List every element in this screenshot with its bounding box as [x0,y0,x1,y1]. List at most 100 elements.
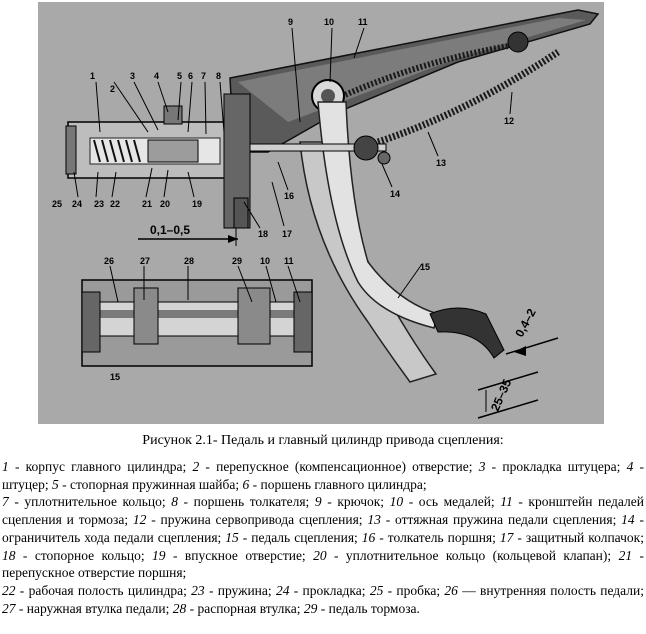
legend-item: 17 - защитный колпачок; [500,530,644,545]
legend-item: 20 - уплотнительное кольцо (кольцевой кл… [313,548,618,563]
legend-item-text: - кронштейн педалей сцепления и тормоза; [2,494,644,528]
legend-item-text: - прокладка штуцера; [485,459,627,474]
legend-item: 10 - ось медалей; [390,494,501,509]
legend-item-number: 24 [275,582,290,598]
legend-item-number: 21 [618,547,633,563]
callout-2: 2 [110,84,115,94]
callout-24: 24 [72,199,82,209]
legend-item: 13 - оттяжная пружина педали сцепления; [367,512,621,527]
legend-item-text: - пробка; [383,582,445,598]
legend-item-number: 29 [303,600,318,616]
legend-item-text: - ограничитель хода педали сцепления; [2,512,644,545]
pedal-pad [429,307,505,359]
callout-17: 17 [282,229,292,239]
legend-item-number: 20 [313,547,327,563]
dimension-gap: 0,1–0,5 [150,223,190,237]
legend-item: 26 — внутренняя полость педали; [444,583,644,598]
legend-item-text: - рабочая полость цилиндра; [15,582,192,598]
legend-item-text: - пружина сервопривода сцепления; [146,512,368,528]
legend-item-text: - пружина; [204,582,276,598]
callout-22: 22 [110,199,120,209]
legend-item: 25 - пробка; [370,583,445,598]
legend-item-number: 9 [314,494,322,510]
legend-item-text: - педаль сцепления; [238,529,362,545]
callout-9: 9 [288,17,293,27]
legend-item: 22 - рабочая полость цилиндра; [2,583,191,598]
legend-item: 15 - педаль сцепления; [225,530,361,545]
legend-item: 5 - стопорная пружинная шайба; [52,477,243,492]
legend-item-text: - перепускное отверстие поршня; [2,547,644,581]
legend-item-number: 28 [172,600,187,616]
legend-item-text: - защитный колпачок; [513,529,644,545]
legend-item: 7 - уплотнительное кольцо; [2,494,171,509]
callout-15: 15 [420,262,430,272]
legend-item-number: 17 [499,529,514,545]
legend-item: 9 - крючок; [315,494,390,509]
legend-item-text: - поршень главного цилиндра; [249,476,427,492]
legend-item-number: 26 [444,582,458,598]
legend-item-text: - корпус главного цилиндра; [8,459,193,474]
callout-15-inset: 15 [110,372,120,382]
legend-item-text: - распорная втулка; [186,600,304,616]
callout-18: 18 [258,229,268,239]
callout-11-inset: 11 [284,256,294,266]
legend-item-number: 14 [621,512,635,528]
legend-item-number: 12 [132,512,147,528]
legend-item-number: 18 [2,547,16,563]
legend-item: 24 - прокладка; [276,583,370,598]
legend-item: 18 - стопорное кольцо; [2,548,152,563]
legend-item-text: - педаль тормоза. [317,600,420,616]
legend-item-number: 27 [2,600,16,616]
callout-12: 12 [504,116,514,126]
callout-5: 5 [177,71,182,81]
callout-21: 21 [142,199,152,209]
legend-item-number: 2 [192,459,200,474]
legend-item-text: — внутренняя полость педали; [457,582,644,598]
legend-item-number: 6 [242,476,250,492]
dimension-free-play: 0,4–2 [512,306,539,339]
legend-item: 8 - поршень толкателя; [171,494,315,509]
legend-item: 14 - ограничитель хода педали сцепления; [2,512,644,545]
callout-23: 23 [94,199,104,209]
legend-item-text: - толкатель поршня; [375,529,500,545]
callout-26: 26 [104,256,114,266]
callout-19: 19 [192,199,202,209]
clutch-pedal-figure: 1 2 3 4 5 6 7 8 9 10 11 12 13 14 15 16 1… [38,2,604,424]
legend-item-number: 8 [171,494,178,510]
clutch-pedal-arm [317,101,439,329]
callout-14: 14 [390,189,400,199]
legend-item: 12 - пружина сервопривода сцепления; [133,512,367,527]
legend-item: 2 - перепускное (компенсационное) отверс… [192,459,478,474]
callout-10-inset: 10 [260,256,270,266]
legend-item-text: - наружная втулка педали; [15,600,173,616]
return-spring [376,49,560,146]
legend-item-number: 5 [51,476,59,492]
callout-6: 6 [188,71,193,81]
callout-13: 13 [436,158,446,168]
legend-item-text: - прокладка; [289,582,370,598]
legend-item-text: - стопорное кольцо; [15,547,153,563]
legend-item: 29 - педаль тормоза. [304,601,420,616]
legend-item-number: 15 [225,529,239,545]
legend-item-text: - уплотнительное кольцо (кольцевой клапа… [326,547,619,563]
legend-item-number: 1 [2,459,9,474]
callout-1: 1 [90,71,95,81]
callout-29: 29 [232,256,242,266]
legend-item-text: - поршень толкателя; [177,494,315,510]
legend-item-number: 3 [478,459,486,474]
legend-item: 4 - штуцер; [2,459,644,492]
legend-item: 23 - пружина; [191,583,276,598]
legend-item-text: - штуцер; [2,459,644,492]
legend-item: 28 - распорная втулка; [173,601,304,616]
figure-caption: Рисунок 2.1- Педаль и главный цилиндр пр… [142,433,504,448]
legend-item: 21 - перепускное отверстие поршня; [2,548,644,581]
legend-item-number: 25 [369,582,384,598]
leader-lines [73,27,513,303]
legend-item-text: - перепускное (компенсационное) отверсти… [199,459,479,474]
legend-item-number: 10 [389,494,404,510]
callout-28: 28 [184,256,194,266]
callout-25: 25 [52,199,62,209]
callout-27: 27 [140,256,150,266]
legend-item: 1 - корпус главного цилиндра; [2,459,192,474]
callout-10: 10 [324,17,334,27]
